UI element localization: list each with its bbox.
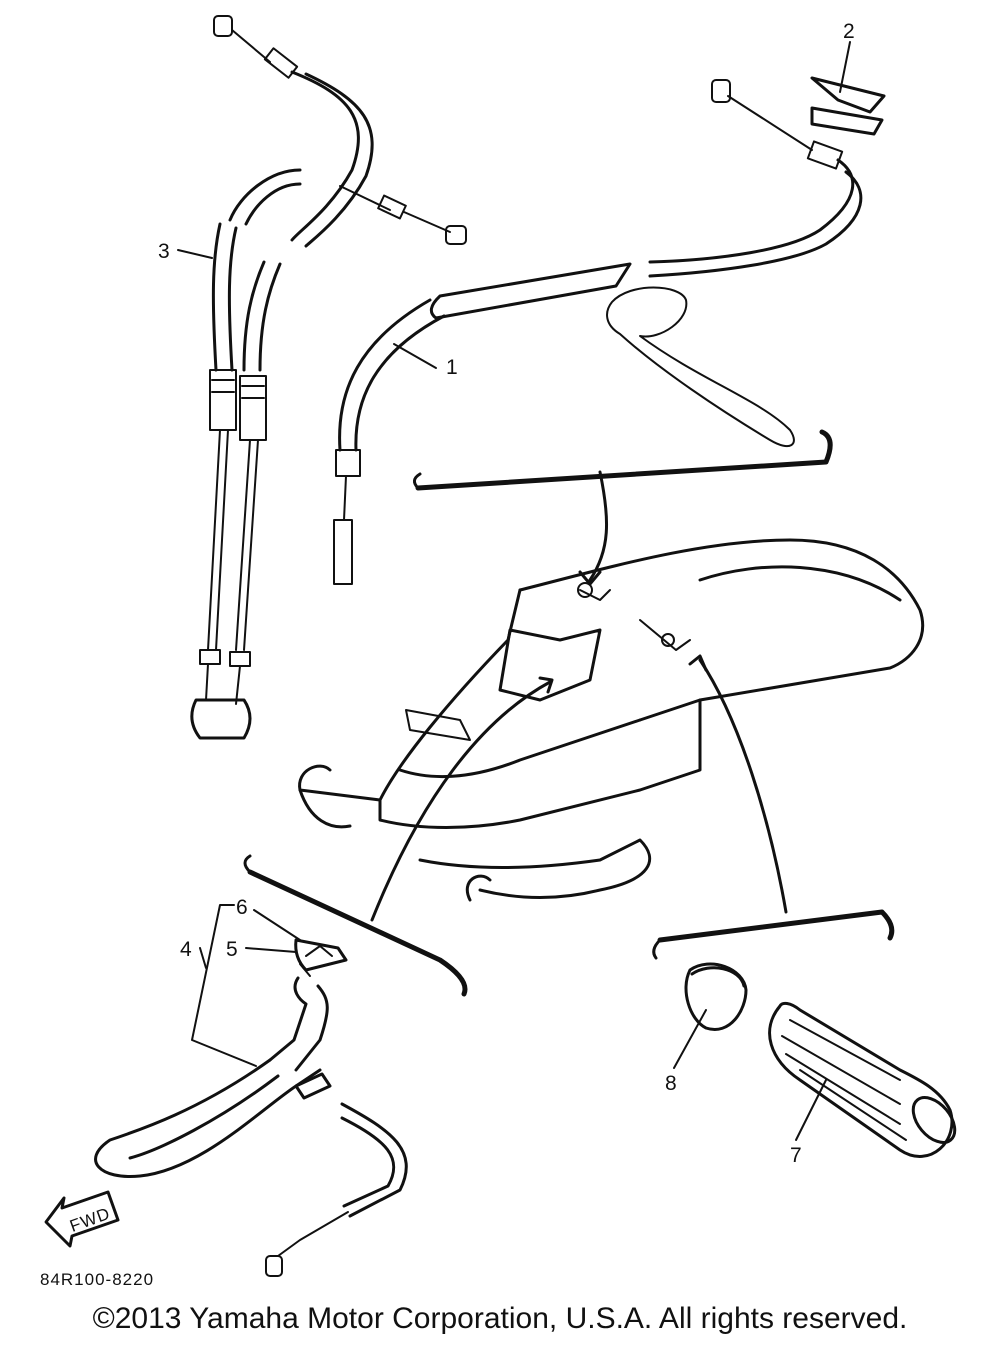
cable-clip [810, 76, 886, 136]
callout-7: 7 [790, 1144, 802, 1167]
callout-leaders [177, 41, 851, 1141]
ignition-switch-cable [94, 938, 408, 1277]
handle-grip [768, 1001, 957, 1158]
callout-labels: 1 2 3 4 5 6 7 8 [158, 20, 855, 1167]
diagram-part-code: 84R100-8220 [40, 1270, 154, 1289]
callout-5: 5 [226, 938, 238, 961]
callout-4: 4 [180, 938, 192, 961]
snowmobile-body [298, 538, 925, 902]
callout-6: 6 [236, 896, 248, 919]
brake-cable [333, 79, 863, 585]
throttle-cable-assembly [190, 15, 467, 740]
callout-3: 3 [158, 240, 170, 263]
callout-8: 8 [665, 1072, 677, 1095]
callout-2: 2 [843, 20, 855, 43]
cable-end-top [213, 15, 233, 37]
callout-1: 1 [446, 356, 458, 379]
copyright-notice: ©2013 Yamaha Motor Corporation, U.S.A. A… [92, 1302, 908, 1335]
forward-direction-arrow: FWD [44, 1190, 120, 1248]
grip-collar [684, 962, 748, 1031]
brake-lever [606, 286, 795, 448]
